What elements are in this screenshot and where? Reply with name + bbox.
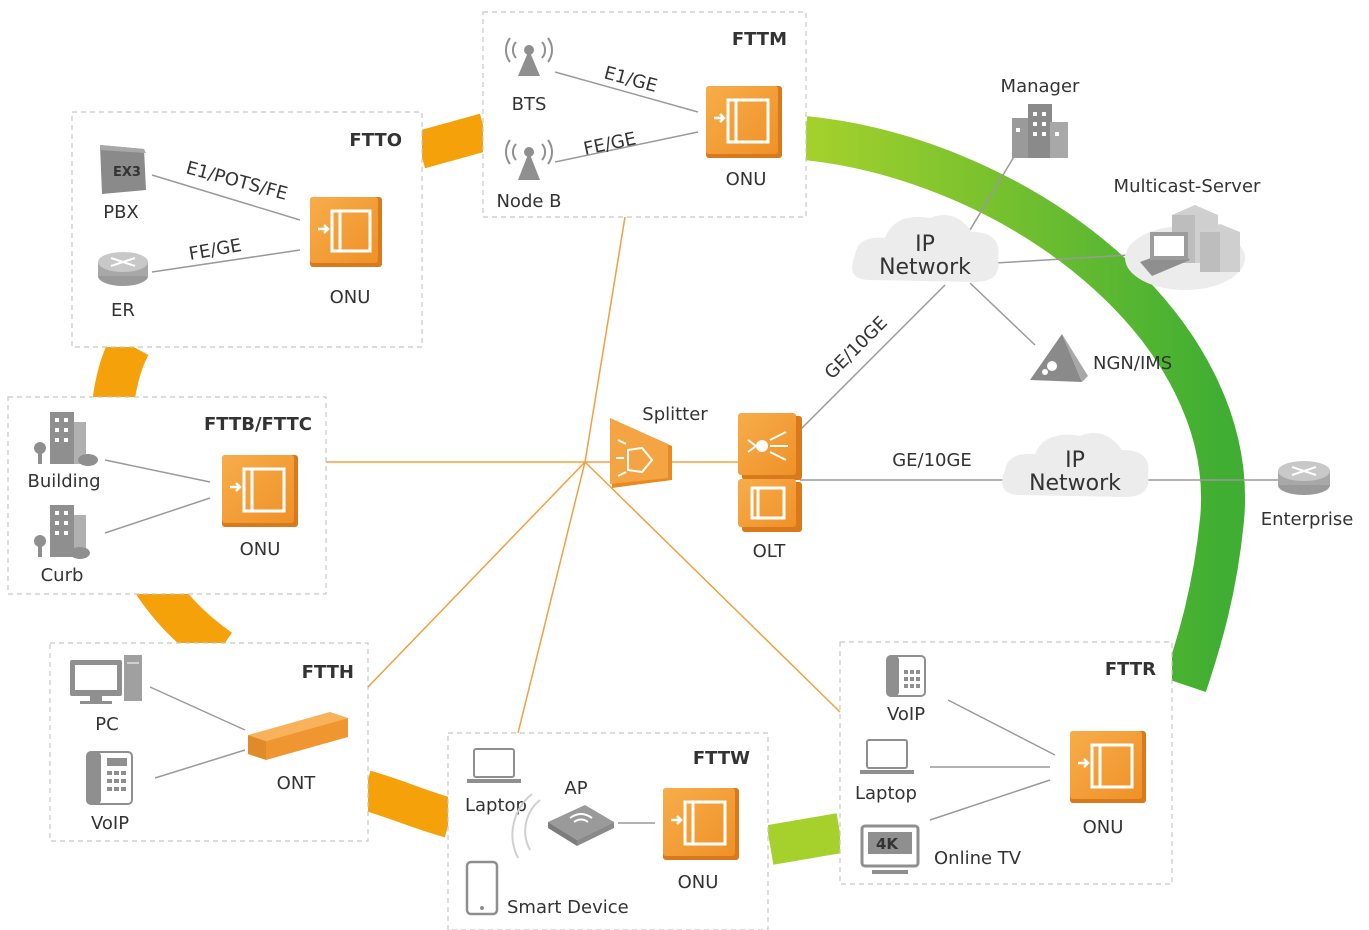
fttr-laptop-icon — [860, 739, 914, 774]
ont-icon — [248, 712, 348, 760]
ip-network-cloud-1 — [852, 215, 999, 282]
ftth-voip-label: VoIP — [91, 813, 129, 834]
ip-network-2-line1: IP — [1065, 448, 1085, 473]
fttr-title: FTTR — [1105, 659, 1156, 680]
ip-network-cloud-2 — [1002, 433, 1149, 497]
ip-network-1-line2: Network — [879, 255, 971, 280]
ftto-onu-label: ONU — [330, 287, 371, 308]
tv-badge: 4K — [876, 835, 899, 853]
ftth-title: FTTH — [302, 662, 354, 683]
manager-label: Manager — [1001, 76, 1080, 97]
curb-label: Curb — [41, 565, 84, 586]
multicast-server-label: Multicast-Server — [1114, 176, 1261, 197]
multicast-server-icon — [1125, 205, 1245, 290]
fttw-laptop-icon — [467, 748, 521, 783]
splitter-label: Splitter — [642, 404, 708, 425]
fttm-onu-icon — [706, 86, 782, 158]
pc-icon — [70, 655, 142, 704]
er-label: ER — [111, 300, 135, 321]
fttw-onu-icon — [663, 788, 739, 860]
pbx-label: PBX — [103, 202, 139, 223]
olt-label: OLT — [753, 541, 787, 562]
splitter-icon — [610, 418, 672, 488]
fttr-voip-label: VoIP — [887, 704, 925, 725]
bts-antenna-icon — [505, 37, 553, 76]
gray-links — [104, 71, 1290, 824]
ap-label: AP — [564, 778, 587, 799]
curb-icon — [34, 505, 90, 559]
fttb-onu-icon — [222, 455, 298, 527]
ngn-ims-label: NGN/IMS — [1093, 353, 1172, 374]
fttb-onu-label: ONU — [240, 539, 281, 560]
fiber-lines — [326, 216, 841, 734]
fttw-laptop-label: Laptop — [465, 795, 527, 816]
manager-building-icon — [1012, 104, 1068, 158]
uplink2-label: GE/10GE — [892, 450, 972, 471]
fttm-title: FTTM — [732, 29, 787, 50]
ont-label: ONT — [277, 773, 317, 794]
fttw-title: FTTW — [693, 748, 750, 769]
ftth-voip-phone-icon — [86, 751, 133, 805]
nodeb-antenna-icon — [505, 139, 553, 180]
fttm-onu-label: ONU — [726, 169, 767, 190]
fttr-onu-label: ONU — [1083, 817, 1124, 838]
fttb-title: FTTB/FTTC — [204, 414, 312, 435]
smart-device-label: Smart Device — [507, 897, 629, 918]
pc-label: PC — [95, 714, 118, 735]
bts-label: BTS — [512, 94, 547, 115]
ftto-onu-icon — [310, 197, 382, 267]
fttr-laptop-label: Laptop — [855, 783, 917, 804]
fttr-voip-phone-icon — [886, 655, 926, 697]
ngn-ims-icon — [1030, 334, 1088, 382]
green-ring — [766, 116, 1246, 865]
fttw-onu-label: ONU — [678, 872, 719, 893]
pbx-badge: EX3 — [113, 165, 141, 180]
smart-device-icon — [465, 860, 499, 916]
fttr-onu-icon — [1070, 731, 1146, 803]
ip-network-1-line1: IP — [915, 232, 935, 257]
building-label: Building — [27, 471, 100, 492]
building-icon — [34, 412, 98, 466]
ap-icon — [511, 793, 614, 859]
er-router-icon — [98, 252, 148, 286]
pbx-icon: EX3 — [100, 145, 146, 194]
tv-4k-icon: 4K — [860, 824, 920, 874]
nodeb-label: Node B — [496, 191, 561, 212]
olt-icon — [738, 413, 802, 532]
ftto-title: FTTO — [349, 130, 402, 151]
ip-network-2-line2: Network — [1029, 471, 1121, 496]
enterprise-label: Enterprise — [1261, 509, 1354, 530]
online-tv-label: Online TV — [934, 848, 1022, 869]
enterprise-router-icon — [1278, 461, 1330, 495]
